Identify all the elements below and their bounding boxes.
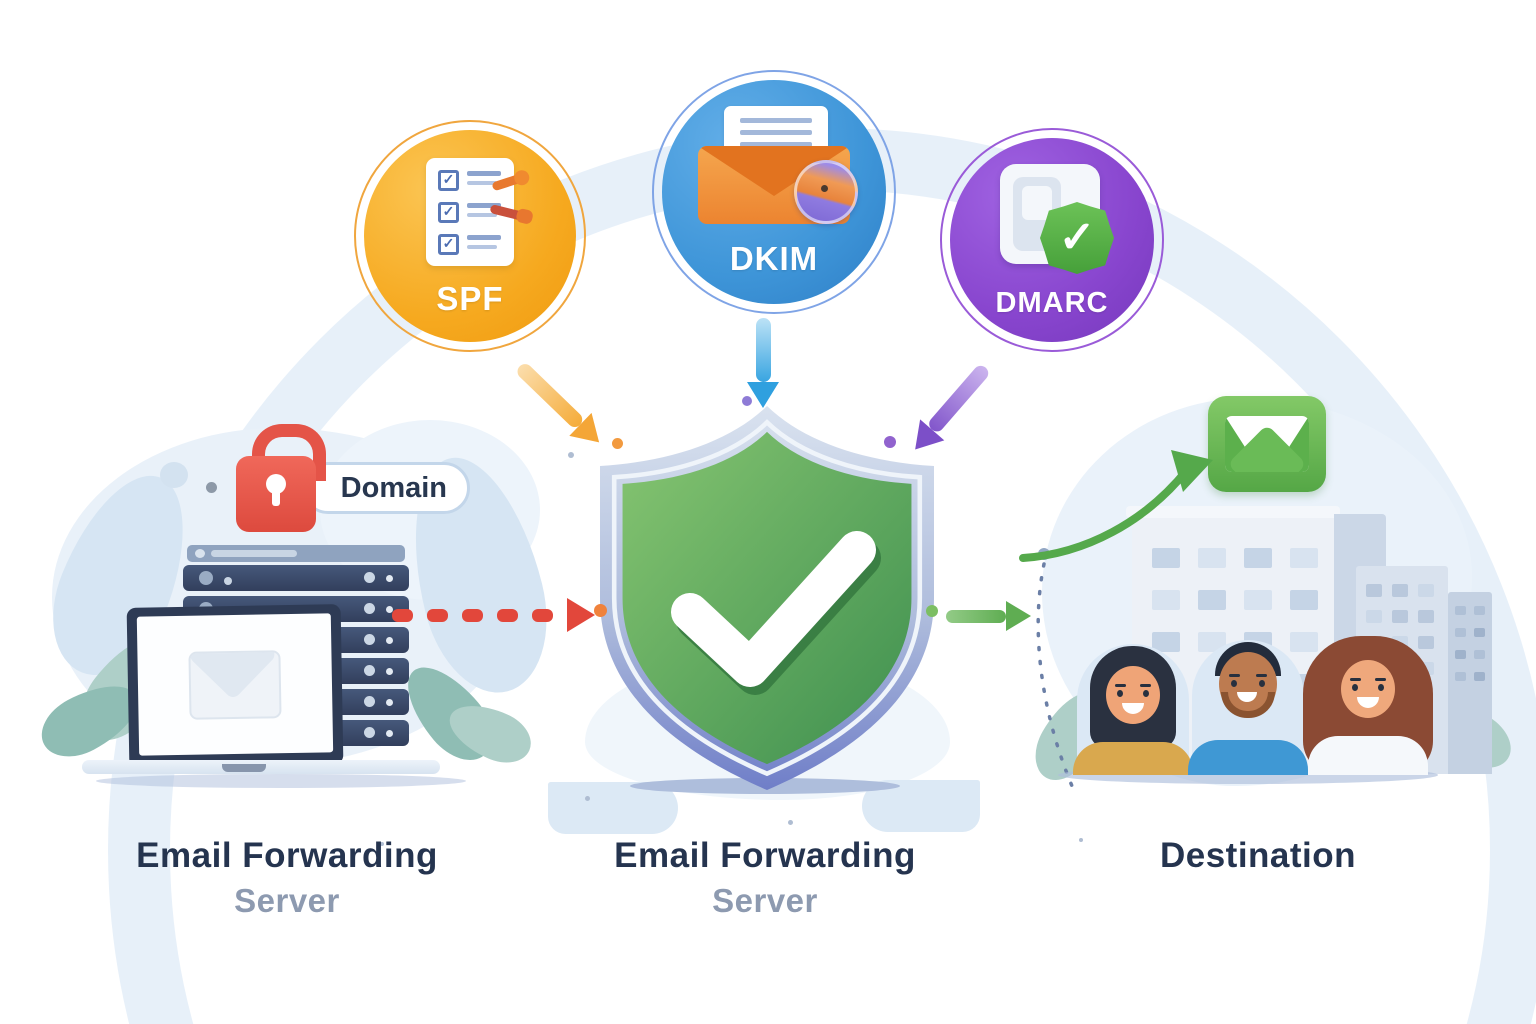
clipboard-verified-icon: ✓ [994, 164, 1114, 274]
decor-speck [788, 820, 793, 825]
laptop-hinge [222, 764, 266, 772]
recipient-woman-2 [1303, 636, 1433, 775]
decor-dot [160, 462, 188, 488]
domain-label: Domain [340, 471, 447, 504]
decor-speck [568, 452, 574, 458]
face [1106, 666, 1160, 724]
shirt [1073, 742, 1193, 775]
spf-badge: ✓ ✓ ✓ SPF [354, 120, 586, 352]
decor-dot [594, 604, 607, 617]
destination-title: Destination [1159, 836, 1357, 875]
middle-title: Email Forwarding [614, 836, 916, 875]
destination-curve-arrow [1019, 450, 1213, 562]
keyhole-icon [266, 474, 286, 506]
building-windows [1152, 548, 1180, 568]
source-title: Email Forwarding [136, 836, 438, 875]
sealed-envelope-icon [698, 106, 858, 224]
wax-seal-icon [794, 160, 858, 224]
delivered-mail-icon [1208, 396, 1326, 492]
checkbox-icon: ✓ [438, 202, 459, 223]
dkim-label: DKIM [729, 240, 819, 277]
source-to-shield-arrow [392, 598, 595, 632]
decor-dot [206, 482, 217, 493]
envelope-face [1225, 416, 1309, 472]
dmarc-badge: ✓ DMARC [940, 128, 1164, 352]
face [1219, 652, 1277, 718]
server-top-panel [187, 545, 405, 562]
dkim-badge: DKIM [652, 70, 896, 314]
beard [1221, 692, 1275, 718]
laptop-screen [126, 604, 344, 768]
left-shadow [96, 774, 466, 788]
dmarc-label: DMARC [995, 287, 1109, 319]
server-rack-row [183, 565, 409, 591]
source-subtitle: Server [234, 882, 340, 919]
destination-caption: Destination [1083, 836, 1433, 876]
middle-caption: Email Forwarding Server [590, 836, 940, 920]
decor-speck [1079, 838, 1083, 842]
decor-dot [926, 605, 938, 617]
recipient-man [1188, 638, 1308, 775]
shield-to-destination-arrow [946, 601, 1031, 631]
decor-dot [884, 436, 896, 448]
shirt [1188, 740, 1308, 775]
verified-shield-icon [600, 406, 934, 790]
decor-speck [585, 796, 590, 801]
building-windows [1366, 584, 1382, 597]
decor-dot [742, 396, 752, 406]
checkbox-icon: ✓ [438, 234, 459, 255]
domain-tag: Domain [302, 462, 470, 514]
laptop-display [136, 613, 334, 756]
building-tower [1448, 592, 1492, 774]
face [1341, 660, 1395, 718]
dkim-arrow [747, 318, 779, 408]
verified-seal-icon: ✓ [1040, 202, 1114, 274]
checkbox-icon: ✓ [438, 170, 459, 191]
source-caption: Email Forwarding Server [112, 836, 462, 920]
check-icon: ✓ [1058, 213, 1096, 262]
decor-speck [380, 842, 384, 846]
middle-subtitle: Server [712, 882, 818, 919]
spf-label: SPF [436, 280, 504, 317]
email-envelope-icon [188, 649, 282, 720]
building-windows [1455, 606, 1466, 615]
decor-dot [612, 438, 623, 449]
shirt [1308, 736, 1428, 775]
recipient-woman-1 [1073, 644, 1193, 775]
